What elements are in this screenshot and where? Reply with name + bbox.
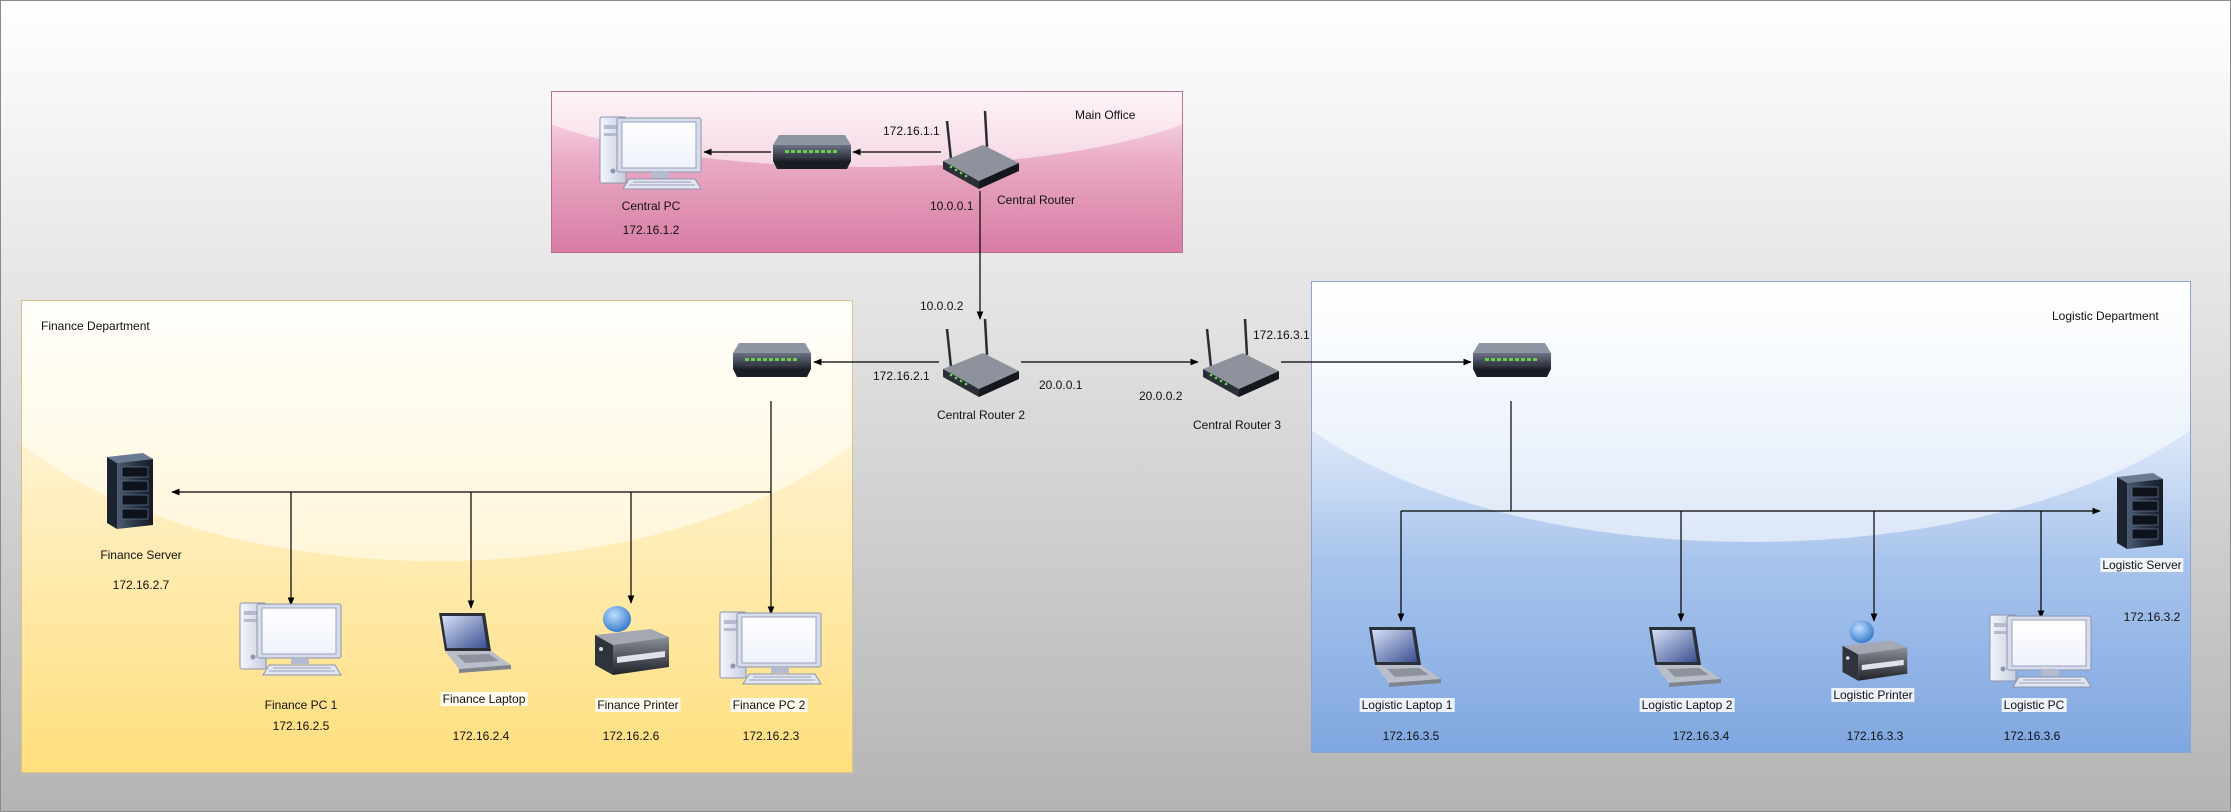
- finance-server-ip: 172.16.2.7: [112, 578, 170, 592]
- central-router-2-lan-ip: 172.16.2.1: [873, 369, 930, 383]
- wireless-router-icon: [943, 318, 1019, 397]
- desktop-pc-icon: [719, 611, 822, 685]
- wireless-router-icon: [1203, 318, 1279, 397]
- desktop-pc-icon: [599, 116, 702, 190]
- zone-title-finance: Finance Department: [41, 319, 150, 333]
- laptop-icon: [1649, 627, 1721, 687]
- laptop-icon: [439, 613, 511, 673]
- central-router-2-wan-in-ip: 10.0.0.2: [920, 299, 964, 313]
- finance-department-zone: [21, 300, 853, 773]
- zone-title-logistic: Logistic Department: [2052, 309, 2159, 323]
- printer-icon: [1842, 620, 1908, 681]
- central-router-lan-ip: 172.16.1.1: [883, 124, 940, 138]
- finance-laptop-ip: 172.16.2.4: [452, 729, 510, 743]
- network-switch-icon: [1473, 343, 1551, 377]
- logistic-laptop-2-label: Logistic Laptop 2: [1639, 698, 1735, 712]
- finance-server-label: Finance Server: [100, 548, 182, 562]
- finance-printer-ip: 172.16.2.6: [602, 729, 660, 743]
- logistic-printer-label: Logistic Printer: [1831, 688, 1915, 702]
- central-router-3-lan-ip: 172.16.3.1: [1253, 328, 1310, 342]
- logistic-laptop-2-ip: 172.16.3.4: [1672, 729, 1730, 743]
- logistic-pc-ip: 172.16.3.6: [2003, 729, 2061, 743]
- central-pc-label: Central PC: [621, 199, 681, 213]
- central-router-2-wan-out-ip: 20.0.0.1: [1039, 378, 1083, 392]
- network-switch-icon: [773, 135, 851, 169]
- logistic-pc-label: Logistic PC: [2001, 698, 2067, 712]
- finance-printer-label: Finance Printer: [595, 698, 681, 712]
- finance-pc-1-ip: 172.16.2.5: [272, 719, 330, 733]
- logistic-laptop-1-ip: 172.16.3.5: [1382, 729, 1440, 743]
- finance-pc-2-ip: 172.16.2.3: [742, 729, 800, 743]
- finance-laptop-label: Finance Laptop: [440, 692, 528, 706]
- central-router-2-label: Central Router 2: [936, 408, 1026, 422]
- server-tower-icon: [107, 453, 153, 529]
- central-router-wan-ip: 10.0.0.1: [930, 199, 974, 213]
- desktop-pc-icon: [239, 602, 342, 676]
- network-switch-icon: [733, 343, 811, 377]
- printer-icon: [595, 606, 669, 675]
- logistic-printer-ip: 172.16.3.3: [1846, 729, 1904, 743]
- central-router-3-label: Central Router 3: [1192, 418, 1282, 432]
- logistic-laptop-1-label: Logistic Laptop 1: [1359, 698, 1455, 712]
- finance-pc-2-label: Finance PC 2: [730, 698, 808, 712]
- laptop-icon: [1369, 627, 1441, 687]
- desktop-pc-icon: [1989, 614, 2092, 688]
- zone-title-main-office: Main Office: [1075, 108, 1136, 122]
- central-router-label: Central Router: [997, 193, 1076, 207]
- logistic-server-label: Logistic Server: [2100, 558, 2184, 572]
- finance-pc-1-label: Finance PC 1: [264, 698, 338, 712]
- logistic-server-ip: 172.16.3.2: [2123, 610, 2181, 624]
- wireless-router-icon: [943, 110, 1019, 189]
- central-pc-ip: 172.16.1.2: [622, 223, 680, 237]
- server-tower-icon: [2117, 473, 2163, 549]
- central-router-3-wan-ip: 20.0.0.2: [1139, 389, 1183, 403]
